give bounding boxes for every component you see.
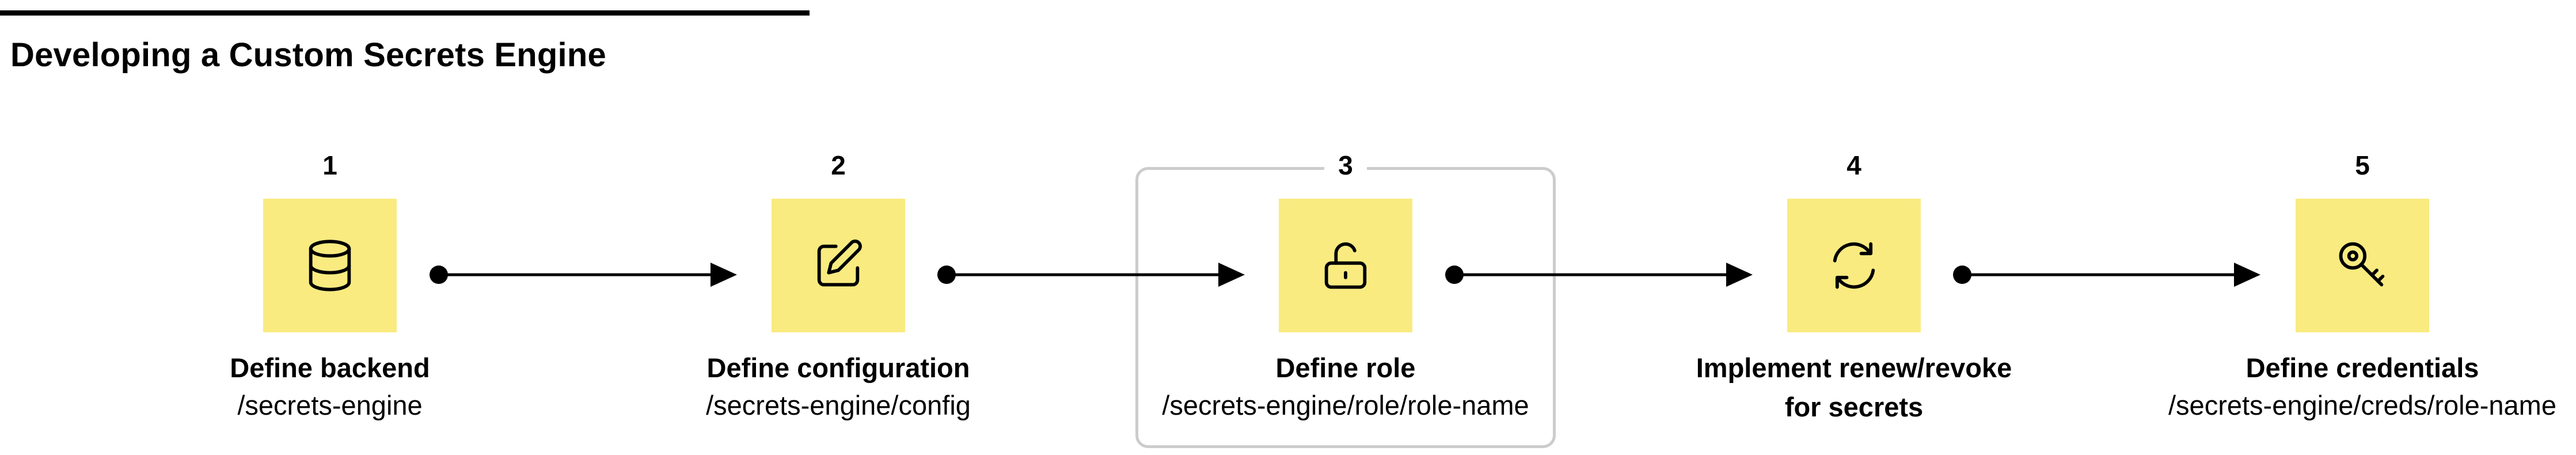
- step-label: Define role: [1275, 352, 1416, 383]
- step-3: 3 Define role /secrets-engine/role/role-…: [1086, 0, 1605, 455]
- step-path: /secrets-engine: [237, 390, 423, 420]
- step-5: 5 Define credentials /secrets-engine/cre…: [2103, 0, 2576, 455]
- step-4: 4 Implement renew/revoke for secrets: [1595, 0, 2113, 455]
- refresh-icon: [1833, 242, 1875, 289]
- tile-5: [2296, 199, 2429, 332]
- step-number: 3: [1086, 150, 1605, 181]
- database-icon: [309, 240, 351, 291]
- step-number: 1: [71, 150, 589, 181]
- key-icon: [2339, 242, 2385, 287]
- tile-3: [1279, 199, 1412, 332]
- step-path: /secrets-engine/role/role-name: [1162, 390, 1529, 420]
- step-label: Define backend: [230, 352, 430, 383]
- step-number: 4: [1595, 150, 2113, 181]
- page-title: Developing a Custom Secrets Engine: [10, 36, 606, 74]
- tile-2: [772, 199, 905, 332]
- step-path: /secrets-engine/creds/role-name: [2168, 390, 2556, 420]
- tile-1: [263, 199, 397, 332]
- step-number: 2: [579, 150, 1097, 181]
- unlock-icon: [1324, 242, 1367, 289]
- step-path: /secrets-engine/config: [706, 390, 971, 420]
- step-label-line2: for secrets: [1784, 392, 1924, 422]
- step-1: 1 Define backend /secrets-engine: [71, 0, 589, 455]
- top-rule: [0, 10, 810, 16]
- step-number: 5: [2103, 150, 2576, 181]
- tile-4: [1787, 199, 1921, 332]
- edit-icon: [817, 239, 862, 287]
- step-label: Define credentials: [2246, 352, 2479, 383]
- step-2: 2 Define configuration /secrets-engine/c…: [579, 0, 1097, 455]
- step-label: Define configuration: [706, 352, 970, 383]
- step-label: Implement renew/revoke: [1696, 352, 2012, 383]
